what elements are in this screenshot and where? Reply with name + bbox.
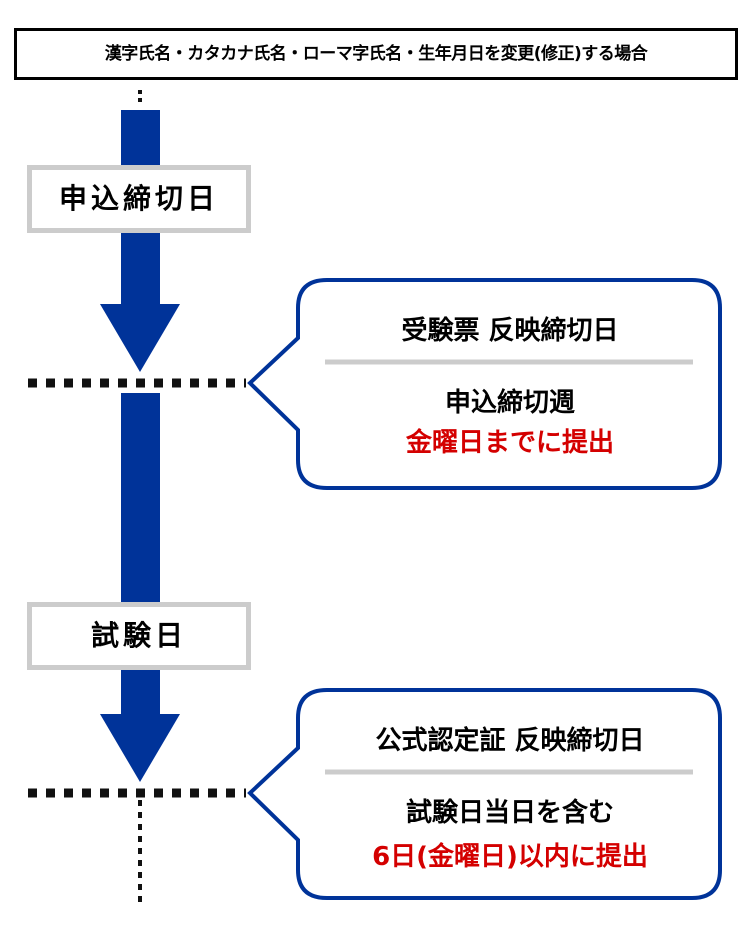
callout-1-line2: 金曜日までに提出: [405, 428, 614, 458]
callout-1-line1: 申込締切週: [444, 388, 575, 418]
callout-2-line2: 6日(金曜日)以内に提出: [372, 842, 648, 872]
page-title: 漢字氏名・カタカナ氏名・ローマ字氏名・生年月日を変更(修正)する場合: [14, 28, 738, 80]
arrowhead-1: [100, 304, 180, 372]
milestone-exam-day: 試験日: [27, 602, 251, 670]
arrowhead-2: [100, 714, 180, 782]
callout-1-title: 受験票 反映締切日: [401, 316, 619, 346]
callout-2-line1: 試験日当日を含む: [405, 798, 614, 828]
callout-bubble-1: [247, 278, 722, 490]
callout-2-title: 公式認定証 反映締切日: [375, 726, 645, 756]
milestone-application-deadline: 申込締切日: [27, 165, 251, 233]
callout-bubble-2: [247, 688, 722, 900]
